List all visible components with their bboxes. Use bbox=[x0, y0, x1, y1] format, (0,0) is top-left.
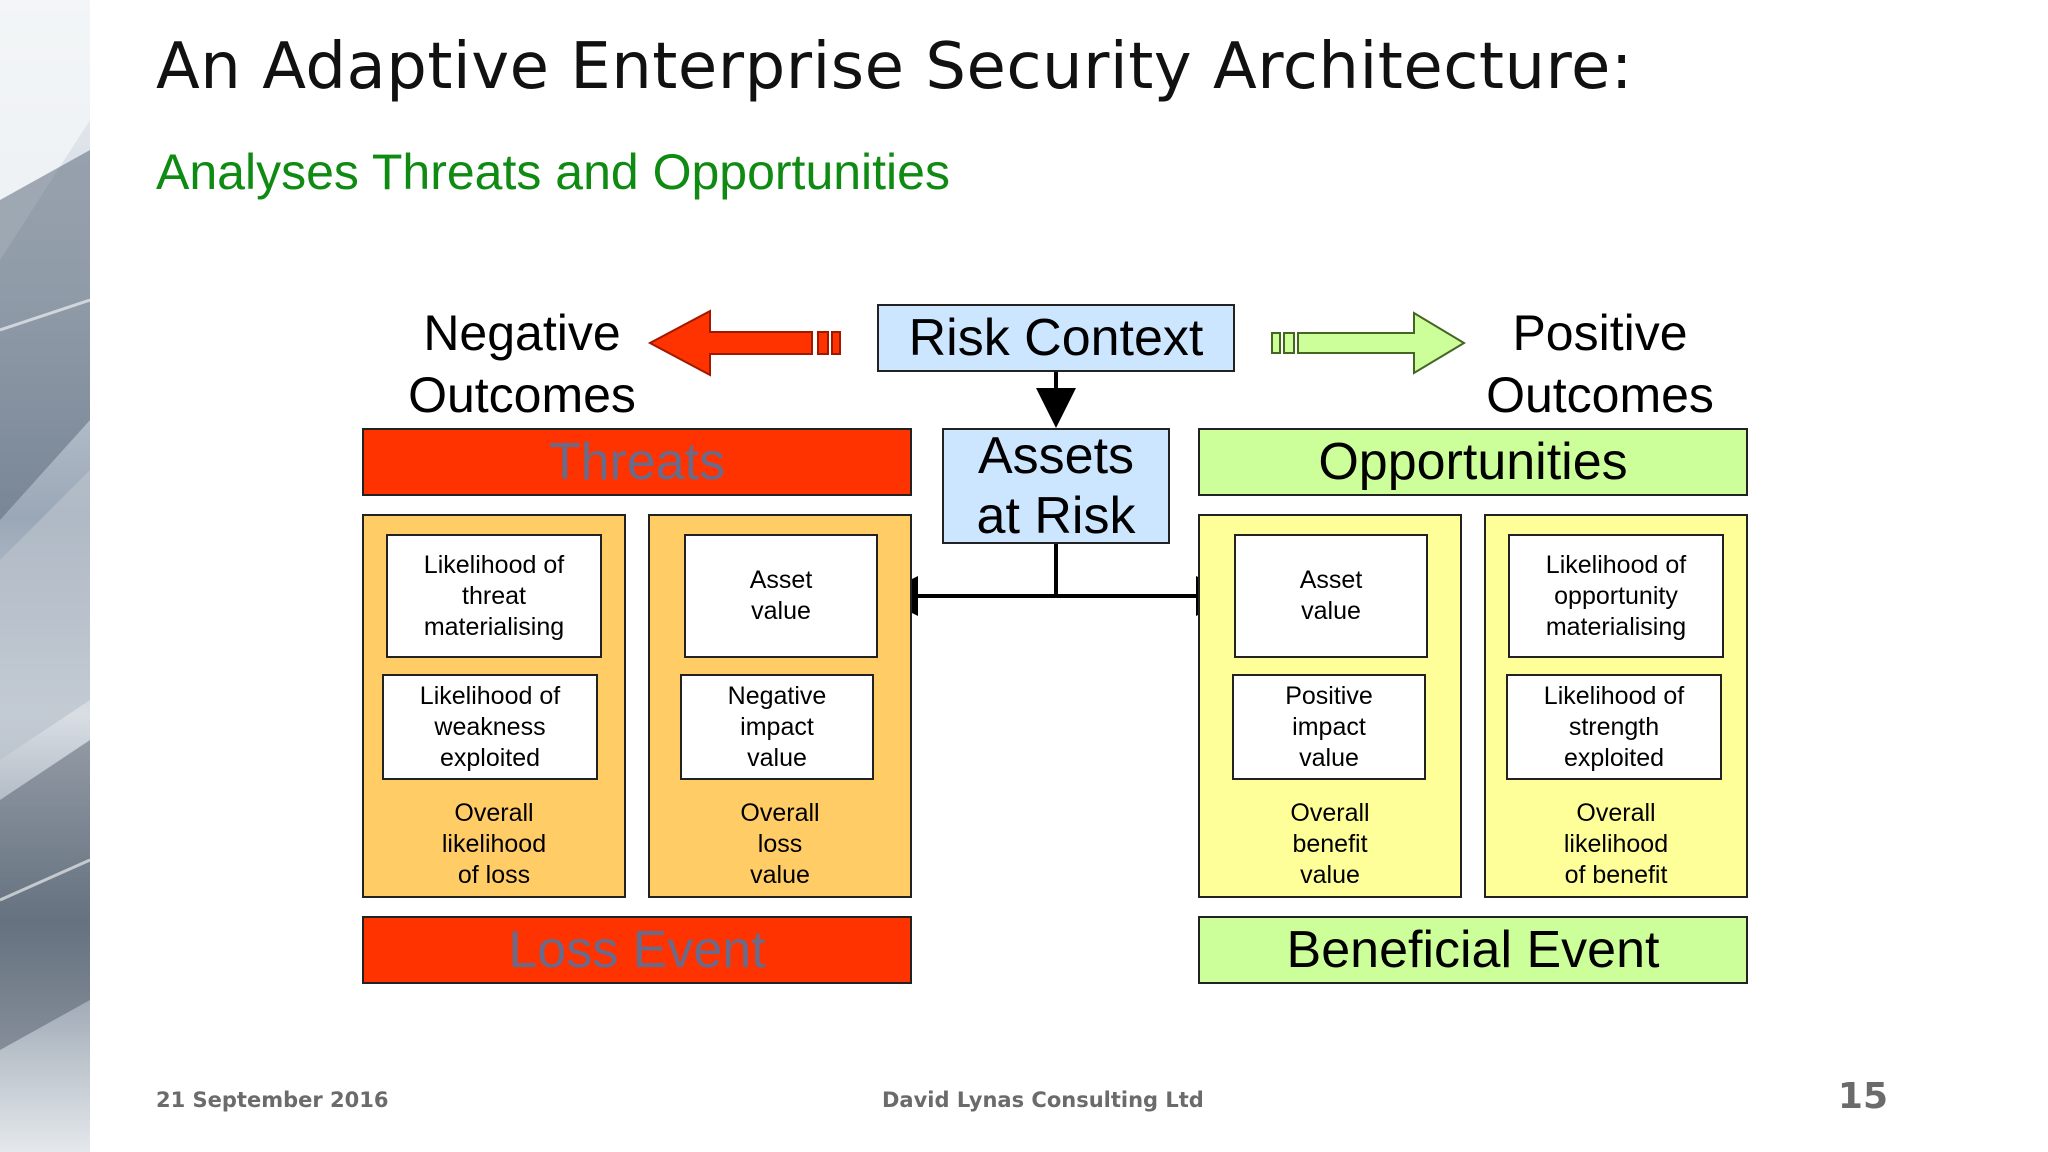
card-line: Asset bbox=[749, 566, 813, 594]
overall-likelihood-of-benefit: Overall likelihood of benefit bbox=[1486, 798, 1746, 891]
summary-line: of benefit bbox=[1564, 861, 1668, 889]
card-line: impact bbox=[1292, 712, 1366, 741]
card-line: weakness bbox=[434, 712, 546, 741]
threat-materialising-card: Likelihood of threat materialising bbox=[386, 534, 602, 658]
summary-line: likelihood bbox=[1563, 830, 1669, 858]
card-line: value bbox=[1301, 597, 1361, 625]
card-line: threat bbox=[462, 581, 526, 610]
assets-at-risk-line-2: at Risk bbox=[976, 487, 1136, 545]
threats-header: Threats bbox=[362, 428, 912, 496]
card-line: Negative bbox=[727, 681, 827, 710]
card-line: Asset bbox=[1299, 566, 1363, 594]
negative-direction-arrow bbox=[647, 309, 841, 377]
card-line: Likelihood of bbox=[1545, 550, 1687, 579]
loss-event-box: Loss Event bbox=[362, 916, 912, 984]
card-line: value bbox=[751, 597, 811, 625]
card-line: opportunity bbox=[1554, 581, 1678, 610]
summary-line: Overall bbox=[740, 799, 820, 827]
page-number: 15 bbox=[1837, 1076, 1888, 1117]
beneficial-event-box: Beneficial Event bbox=[1198, 916, 1748, 984]
card-line: Likelihood of bbox=[423, 550, 565, 579]
opportunities-header: Opportunities bbox=[1198, 428, 1748, 496]
negative-outcomes-line-1: Negative bbox=[423, 305, 621, 361]
summary-line: Overall bbox=[454, 799, 534, 827]
risk-context-box: Risk Context bbox=[877, 304, 1235, 372]
positive-outcomes-line-2: Outcomes bbox=[1486, 367, 1714, 423]
summary-line: Overall bbox=[1290, 799, 1370, 827]
opportunity-likelihood-panel: Likelihood of opportunity materialising … bbox=[1484, 514, 1748, 898]
threat-likelihood-panel: Likelihood of threat materialising Likel… bbox=[362, 514, 626, 898]
card-line: materialising bbox=[1545, 612, 1687, 641]
footer-company: David Lynas Consulting Ltd bbox=[882, 1088, 1204, 1112]
benefit-value-panel: Asset value Positive impact value Overal… bbox=[1198, 514, 1462, 898]
threats-label: Threats bbox=[548, 432, 726, 491]
card-line: exploited bbox=[439, 743, 541, 772]
footer-date: 21 September 2016 bbox=[156, 1088, 389, 1112]
card-line: exploited bbox=[1563, 743, 1665, 772]
overall-benefit-value: Overall benefit value bbox=[1200, 798, 1460, 891]
overall-loss-value: Overall loss value bbox=[650, 798, 910, 891]
summary-line: likelihood bbox=[441, 830, 547, 858]
opportunities-label: Opportunities bbox=[1318, 432, 1628, 491]
summary-line: Overall bbox=[1576, 799, 1656, 827]
opportunity-materialising-card: Likelihood of opportunity materialising bbox=[1508, 534, 1724, 658]
card-line: materialising bbox=[423, 612, 565, 641]
card-line: Likelihood of bbox=[1543, 681, 1685, 710]
card-line: value bbox=[1299, 743, 1359, 772]
positive-direction-arrow bbox=[1271, 311, 1466, 375]
card-line: value bbox=[747, 743, 807, 772]
negative-outcomes-line-2: Outcomes bbox=[408, 367, 636, 423]
positive-outcomes-line-1: Positive bbox=[1512, 305, 1688, 361]
risk-context-label: Risk Context bbox=[908, 308, 1204, 367]
slide-subtitle: Analyses Threats and Opportunities bbox=[156, 144, 950, 200]
assets-at-risk-line-1: Assets bbox=[977, 427, 1135, 485]
card-line: impact bbox=[740, 712, 814, 741]
positive-outcomes-label: Positive Outcomes bbox=[1470, 302, 1730, 426]
strength-exploited-card: Likelihood of strength exploited bbox=[1506, 674, 1722, 780]
negative-outcomes-label: Negative Outcomes bbox=[392, 302, 652, 426]
overall-likelihood-of-loss: Overall likelihood of loss bbox=[364, 798, 624, 891]
weakness-exploited-card: Likelihood of weakness exploited bbox=[382, 674, 598, 780]
beneficial-event-label: Beneficial Event bbox=[1286, 920, 1660, 979]
loss-value-panel: Asset value Negative impact value Overal… bbox=[648, 514, 912, 898]
asset-value-card: Asset value bbox=[684, 534, 878, 658]
summary-line: value bbox=[750, 861, 810, 889]
summary-line: value bbox=[1300, 861, 1360, 889]
slide-title: An Adaptive Enterprise Security Architec… bbox=[156, 30, 1633, 104]
card-line: strength bbox=[1568, 712, 1660, 741]
loss-event-label: Loss Event bbox=[508, 920, 766, 979]
decorative-side-image bbox=[0, 0, 90, 1152]
card-line: Likelihood of bbox=[419, 681, 561, 710]
negative-impact-card: Negative impact value bbox=[680, 674, 874, 780]
assets-at-risk-box: Assets at Risk bbox=[942, 427, 1170, 545]
summary-line: loss bbox=[757, 830, 803, 858]
summary-line: of loss bbox=[457, 861, 531, 889]
summary-line: benefit bbox=[1292, 830, 1368, 858]
asset-value-card: Asset value bbox=[1234, 534, 1428, 658]
positive-impact-card: Positive impact value bbox=[1232, 674, 1426, 780]
card-line: Positive bbox=[1285, 681, 1373, 710]
